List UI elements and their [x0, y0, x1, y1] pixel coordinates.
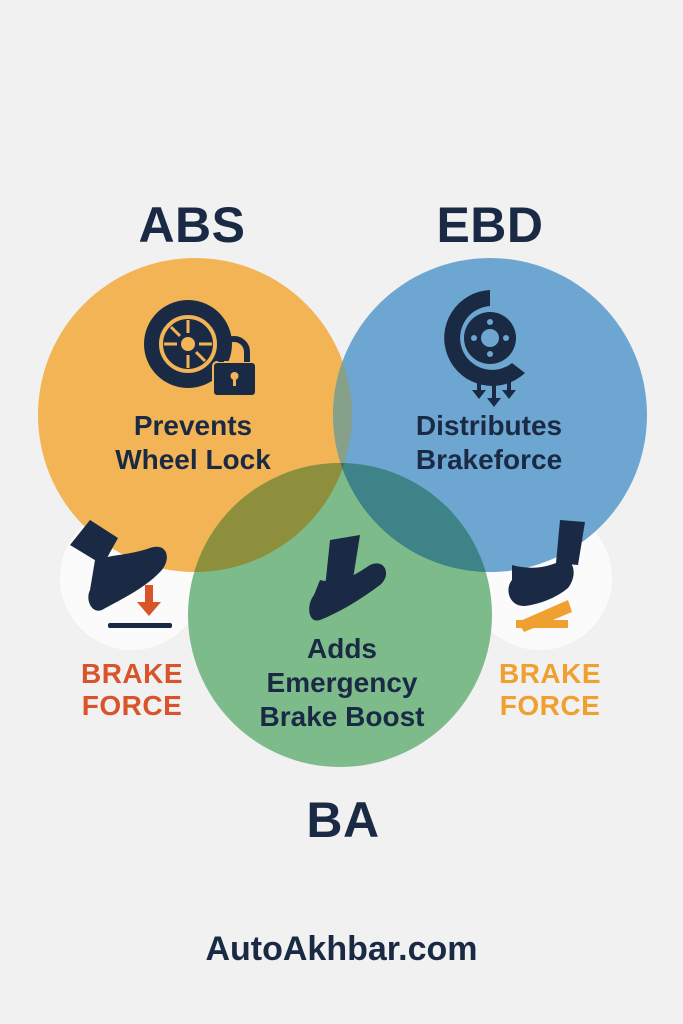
abs-heading: ABS [138, 197, 246, 253]
brake-disc-icon [444, 290, 525, 407]
brake-force-right-line: BRAKE [498, 658, 602, 689]
ebd-description-line: Brakeforce [415, 444, 563, 475]
ba-description-line: Adds [307, 633, 377, 664]
brake-force-left-label: BRAKE FORCE [52, 658, 212, 722]
pedal-light-press-icon [508, 520, 585, 632]
abs-ba-overlap [188, 463, 352, 572]
brake-force-right-line: FORCE [499, 690, 601, 721]
wheel-lock-icon [144, 300, 257, 397]
ba-description-line: Emergency [266, 667, 418, 698]
brake-force-left-line: FORCE [81, 690, 183, 721]
ebd-heading: EBD [436, 197, 544, 253]
abs-description-line: Prevents [133, 410, 253, 441]
ba-description: Adds Emergency Brake Boost [217, 632, 467, 734]
abs-description: Prevents Wheel Lock [73, 409, 313, 477]
ebd-ba-overlap [333, 463, 492, 572]
abs-description-line: Wheel Lock [115, 444, 271, 475]
shoe-icon [309, 535, 387, 621]
site-footer: AutoAkhbar.com [205, 930, 478, 968]
pedal-press-down-icon [70, 520, 172, 628]
ebd-description-line: Distributes [415, 410, 563, 441]
brake-force-right-label: BRAKE FORCE [470, 658, 630, 722]
ebd-description: Distributes Brakeforce [369, 409, 609, 477]
brake-force-left-line: BRAKE [80, 658, 184, 689]
ba-heading: BA [306, 792, 380, 848]
ba-description-line: Brake Boost [259, 701, 425, 732]
